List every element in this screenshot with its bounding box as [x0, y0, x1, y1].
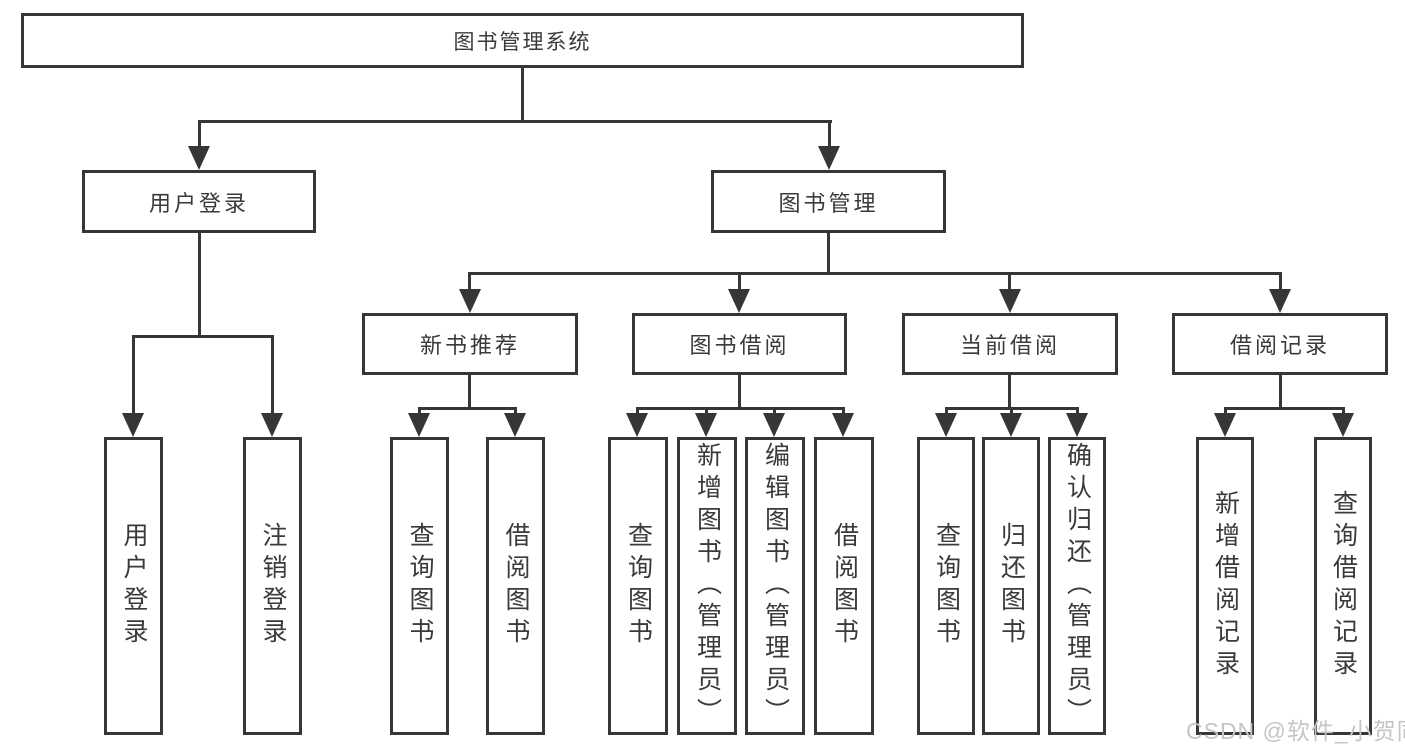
connector-line [1342, 407, 1345, 415]
arrow-down-icon [408, 413, 430, 437]
connector-line [738, 272, 741, 291]
node-root-label: 图书管理系统 [453, 30, 592, 54]
leaf-user-login-label: 用户登录 [120, 522, 148, 650]
node-user-login: 用户登录 [82, 170, 316, 233]
leaf-user-login: 用户登录 [104, 437, 163, 735]
connector-line [468, 272, 1282, 275]
node-borrow-records-label: 借阅记录 [1229, 333, 1330, 358]
arrow-down-icon [728, 289, 750, 313]
leaf-logout-label: 注销登录 [259, 522, 287, 650]
node-current-borrow: 当前借阅 [902, 313, 1118, 375]
leaf-newbooks-borrow-label: 借阅图书 [502, 522, 530, 650]
leaf-records-add: 新增借阅记录 [1196, 437, 1254, 735]
leaf-current-confirm-admin: 确认归还（管理员） [1048, 437, 1106, 735]
node-root: 图书管理系统 [21, 13, 1024, 68]
leaf-borrow-add-admin-label: 新增图书（管理员） [693, 442, 722, 730]
arrow-down-icon [261, 413, 283, 437]
arrow-down-icon [504, 413, 526, 437]
connector-line [521, 68, 524, 120]
connector-line [1008, 272, 1011, 291]
arrow-down-icon [188, 146, 210, 170]
arrow-down-icon [122, 413, 144, 437]
connector-line [1008, 375, 1011, 407]
connector-line [132, 335, 135, 415]
node-new-books-label: 新书推荐 [419, 333, 520, 358]
connector-line [945, 407, 948, 415]
leaf-newbooks-query: 查询图书 [390, 437, 449, 735]
arrow-down-icon [695, 413, 717, 437]
node-borrow-records: 借阅记录 [1172, 313, 1388, 375]
leaf-current-return-label: 归还图书 [997, 522, 1026, 650]
arrow-down-icon [1214, 413, 1236, 437]
arrow-down-icon [1066, 413, 1088, 437]
node-book-mgmt-label: 图书管理 [778, 190, 879, 216]
connector-line [1279, 272, 1282, 291]
connector-line [418, 407, 421, 415]
leaf-current-confirm-admin-label: 确认归还（管理员） [1063, 442, 1092, 730]
connector-line [828, 120, 831, 148]
leaf-borrow-edit-admin: 编辑图书（管理员） [745, 437, 805, 735]
connector-line [1010, 407, 1013, 415]
leaf-records-query: 查询借阅记录 [1314, 437, 1372, 735]
leaf-records-query-label: 查询借阅记录 [1329, 490, 1358, 682]
leaf-borrow-edit-admin-label: 编辑图书（管理员） [761, 442, 790, 730]
arrow-down-icon [818, 146, 840, 170]
connector-line [132, 335, 274, 338]
connector-line [636, 407, 639, 415]
leaf-newbooks-query-label: 查询图书 [406, 522, 434, 650]
arrow-down-icon [1000, 413, 1022, 437]
leaf-borrow-query: 查询图书 [608, 437, 668, 735]
connector-line [271, 335, 274, 415]
leaf-current-return: 归还图书 [982, 437, 1040, 735]
connector-line [198, 120, 832, 123]
connector-line [705, 407, 708, 415]
connector-line [1224, 407, 1227, 415]
leaf-borrow-query-label: 查询图书 [624, 522, 653, 650]
watermark: CSDN @软件_小贺同学 [1186, 718, 1405, 744]
node-book-borrow: 图书借阅 [632, 313, 847, 375]
leaf-borrow-borrow-label: 借阅图书 [830, 522, 859, 650]
leaf-current-query-label: 查询图书 [932, 522, 961, 650]
node-book-mgmt: 图书管理 [711, 170, 946, 233]
leaf-borrow-borrow: 借阅图书 [814, 437, 874, 735]
arrow-down-icon [935, 413, 957, 437]
arrow-down-icon [1269, 289, 1291, 313]
arrow-down-icon [832, 413, 854, 437]
leaf-borrow-add-admin: 新增图书（管理员） [677, 437, 737, 735]
connector-line [842, 407, 845, 415]
connector-line [468, 272, 471, 291]
leaf-records-add-label: 新增借阅记录 [1211, 490, 1240, 682]
leaf-current-query: 查询图书 [917, 437, 975, 735]
connector-line [1076, 407, 1079, 415]
connector-line [514, 407, 517, 415]
connector-line [738, 375, 741, 407]
connector-line [1224, 407, 1345, 410]
connector-line [198, 120, 201, 148]
node-new-books: 新书推荐 [362, 313, 578, 375]
arrow-down-icon [763, 413, 785, 437]
node-book-borrow-label: 图书借阅 [689, 333, 790, 358]
connector-line [636, 407, 845, 410]
leaf-logout: 注销登录 [243, 437, 302, 735]
connector-line [468, 375, 471, 407]
arrow-down-icon [999, 289, 1021, 313]
leaf-newbooks-borrow: 借阅图书 [486, 437, 545, 735]
arrow-down-icon [459, 289, 481, 313]
arrow-down-icon [1332, 413, 1354, 437]
connector-line [1279, 375, 1282, 407]
connector-line [418, 407, 517, 410]
node-current-borrow-label: 当前借阅 [959, 333, 1060, 358]
connector-line [198, 233, 201, 335]
node-user-login-label: 用户登录 [148, 190, 249, 216]
connector-line [827, 233, 830, 272]
arrow-down-icon [626, 413, 648, 437]
connector-line [773, 407, 776, 415]
